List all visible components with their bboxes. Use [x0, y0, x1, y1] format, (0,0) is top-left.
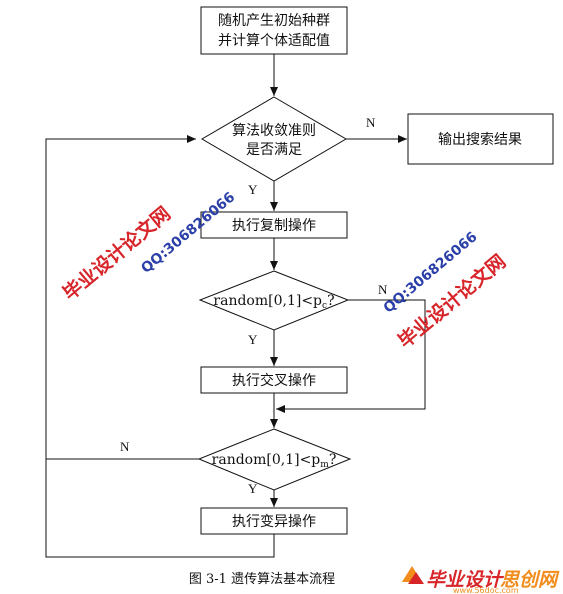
- crossover-label: 执行交叉操作: [232, 372, 316, 389]
- node-pm-decision: random[0,1]<pm?: [197, 428, 352, 491]
- pc-condition-label: random[0,1]<pc?: [213, 293, 334, 311]
- figure-caption: 图 3-1 遗传算法基本流程: [189, 572, 335, 587]
- edge-mutation-loop: [45, 459, 275, 558]
- node-init: 随机产生初始种群 并计算个体适配值: [200, 6, 348, 55]
- pm-q: ?: [329, 452, 337, 468]
- site-logo: 毕业设计 思创网 www.56doc.com: [402, 566, 560, 594]
- converge-label-line2: 是否满足: [246, 142, 302, 158]
- converge-yes-label: Y: [248, 182, 258, 197]
- converge-label-line1: 算法收敛准则: [232, 123, 316, 139]
- logo-text-red: 毕业设计: [426, 569, 505, 591]
- pc-sub: c: [322, 301, 327, 311]
- output-label: 输出搜索结果: [438, 131, 522, 148]
- pm-condition-label: random[0,1]<pm?: [212, 452, 337, 470]
- init-label-line1: 随机产生初始种群: [218, 12, 330, 29]
- logo-text-orange: 思创网: [500, 569, 560, 591]
- edge-pc-no-bypass: [276, 299, 426, 413]
- mutation-label: 执行变异操作: [232, 514, 316, 530]
- init-label-line2: 并计算个体适配值: [218, 33, 330, 49]
- node-output: 输出搜索结果: [407, 113, 554, 165]
- pc-no-label: N: [378, 282, 388, 297]
- pm-sub: m: [320, 460, 329, 470]
- pm-main: random[0,1]<p: [212, 452, 321, 468]
- pm-no-label: N: [120, 439, 130, 454]
- converge-no-label: N: [366, 115, 376, 130]
- logo-mark-icon: [402, 566, 424, 584]
- pm-yes-label: Y: [248, 481, 258, 496]
- node-converge-decision: 算法收敛准则 是否满足: [201, 96, 347, 182]
- node-crossover: 执行交叉操作: [200, 366, 348, 394]
- watermark-right: QQ:306826066 毕业设计论文网: [381, 229, 511, 353]
- node-pc-decision: random[0,1]<pc?: [198, 270, 350, 331]
- node-mutation: 执行变异操作: [200, 507, 348, 535]
- edges: [45, 54, 426, 558]
- logo-url: www.56doc.com: [453, 586, 519, 594]
- node-copy: 执行复制操作: [200, 211, 348, 239]
- pc-q: ?: [327, 293, 335, 309]
- edge-pm-no-loop: [45, 135, 199, 460]
- pc-yes-label: Y: [248, 332, 258, 347]
- copy-label: 执行复制操作: [232, 217, 316, 234]
- pc-main: random[0,1]<p: [213, 293, 322, 309]
